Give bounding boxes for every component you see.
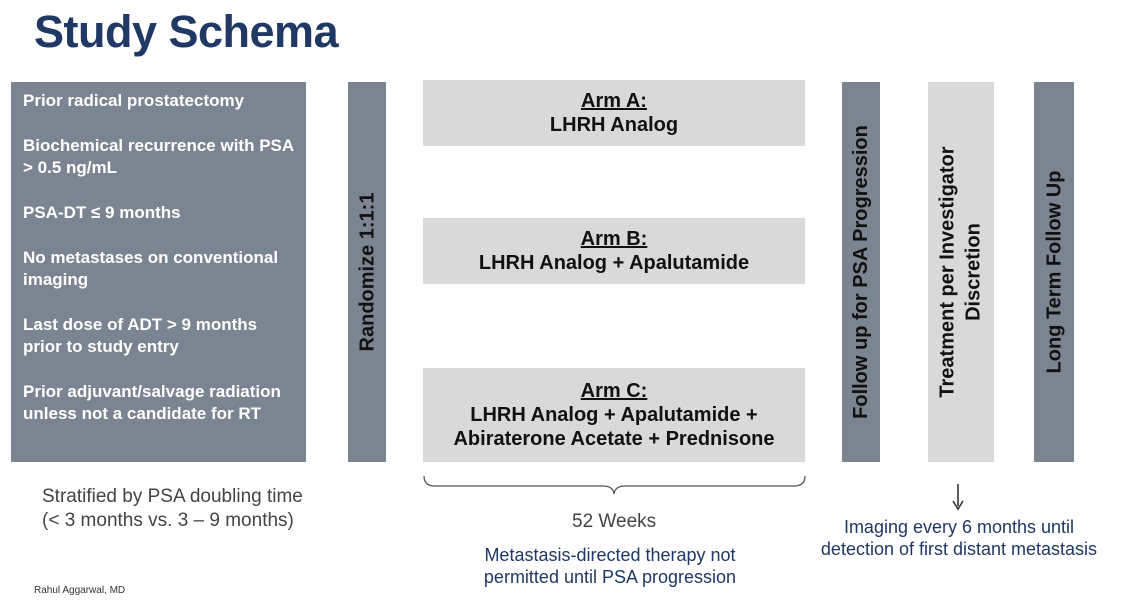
stratified-line1: Stratified by PSA doubling time [42,486,303,507]
arm-a-box: Arm A: LHRH Analog [423,80,805,146]
duration-label: 52 Weeks [572,511,657,532]
long-term-follow-up-label: Long Term Follow Up [1043,170,1066,374]
stratified-line2: (< 3 months vs. 3 – 9 months) [42,510,294,531]
treatment-discretion-line1: Treatment per Investigator [937,146,959,398]
stratified-note: Stratified by PSA doubling time (< 3 mon… [42,485,303,533]
treatment-discretion-bar: Treatment per Investigator Discretion [928,82,994,462]
arm-c-treatment-line1: LHRH Analog + Apalutamide + [470,404,758,426]
randomize-label: Randomize 1:1:1 [356,192,378,352]
arm-b-box: Arm B: LHRH Analog + Apalutamide [423,218,805,284]
imaging-note-line2: detection of first distant metastasis [820,539,1098,559]
arm-a-title: Arm A: [581,90,647,112]
criteria-item: No metastases on conventional imaging [23,248,279,289]
arm-c-treatment-line2: Abiraterone Acetate + Prednisone [453,428,775,450]
down-arrow-icon [952,484,964,511]
metastasis-note-line1: Metastasis-directed therapy not [484,545,736,565]
follow-up-bar: Follow up for PSA Progression [842,82,880,462]
eligibility-criteria-box: Prior radical prostatectomy Biochemical … [11,82,306,462]
arm-c-box: Arm C: LHRH Analog + Apalutamide + Abira… [423,368,805,462]
slide-title: Study Schema [34,6,339,57]
follow-up-label: Follow up for PSA Progression [850,125,873,419]
treatment-discretion-line2: Discretion [963,223,985,321]
criteria-item: Biochemical recurrence with PSA > 0.5 ng… [23,136,294,177]
treatment-discretion-label: Treatment per Investigator Discretion [935,146,987,397]
long-term-follow-up-bar: Long Term Follow Up [1034,82,1074,462]
criteria-item: Prior radical prostatectomy [23,91,245,110]
imaging-note: Imaging every 6 months until detection o… [800,516,1118,560]
arm-c-title: Arm C: [580,380,648,402]
arm-duration-bracket [423,475,806,495]
arm-b-title: Arm B: [580,228,648,250]
randomize-bar: Randomize 1:1:1 [348,82,386,462]
metastasis-directed-note: Metastasis-directed therapy not permitte… [466,544,754,588]
criteria-item: PSA-DT ≤ 9 months [23,203,181,222]
author-footer: Rahul Aggarwal, MD [34,585,126,596]
criteria-item: Last dose of ADT > 9 months prior to stu… [23,315,258,356]
arm-b-treatment: LHRH Analog + Apalutamide [478,252,750,274]
metastasis-note-line2: permitted until PSA progression [483,567,737,587]
arm-a-treatment: LHRH Analog [549,114,679,136]
criteria-item: Prior adjuvant/salvage radiation unless … [23,382,281,423]
imaging-note-line1: Imaging every 6 months until [843,517,1075,537]
